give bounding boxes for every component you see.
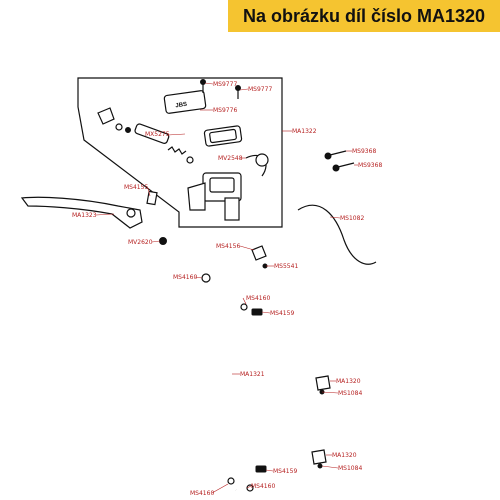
cover-screws — [200, 79, 241, 99]
part-label: MS1084 — [338, 465, 362, 472]
side-bolts — [324, 150, 355, 172]
part-label: MA1322 — [292, 128, 317, 135]
part-label: MS4160 — [246, 295, 270, 302]
brake-lever — [20, 190, 158, 229]
part-label: MS4155 — [124, 184, 148, 191]
hose-clamp — [251, 245, 268, 269]
part-label: MS4160 — [173, 274, 197, 281]
leader-lines — [95, 82, 358, 494]
part-label: MS4160 — [190, 490, 214, 497]
part-label: MA1320 — [332, 452, 357, 459]
master-cylinder-body — [187, 153, 269, 221]
part-label: MS1084 — [338, 390, 362, 397]
part-label: MS4156 — [216, 243, 240, 250]
part-label: MS9777 — [213, 81, 237, 88]
part-label: MA1321 — [240, 371, 265, 378]
brake-cable — [297, 204, 377, 265]
part-label: MS9776 — [213, 107, 237, 114]
part-label: MA1323 — [72, 212, 97, 219]
part-label: MS4159 — [270, 310, 294, 317]
part-label: MX5275 — [145, 131, 170, 138]
hose-fittings — [311, 375, 331, 469]
svg-text:JBS: JBS — [175, 102, 187, 110]
brake-hose — [201, 273, 267, 492]
part-label: MS4159 — [273, 468, 297, 475]
gasket — [203, 125, 243, 147]
part-label: MS9368 — [358, 162, 382, 169]
reservoir-cover: JBS — [163, 90, 207, 114]
part-label: MS5541 — [274, 263, 298, 270]
lever-nut — [159, 237, 167, 245]
part-labels: MS9777 MS9777 MS9776 MA1322 MX5275 MS936… — [72, 81, 382, 497]
part-label: MS9777 — [248, 86, 272, 93]
part-label: MS9368 — [352, 148, 376, 155]
piston-kit — [97, 107, 194, 164]
part-label: MV2620 — [128, 239, 153, 246]
part-label: MA1320 — [336, 378, 361, 385]
part-label: MS1082 — [340, 215, 364, 222]
part-label: MS4160 — [251, 483, 275, 490]
assembly-frame — [77, 77, 283, 228]
part-number-banner: Na obrázku díl číslo MA1320 — [228, 0, 500, 32]
part-label: MV2548 — [218, 155, 243, 162]
banner-caption: Na obrázku díl číslo MA1320 — [242, 5, 486, 26]
